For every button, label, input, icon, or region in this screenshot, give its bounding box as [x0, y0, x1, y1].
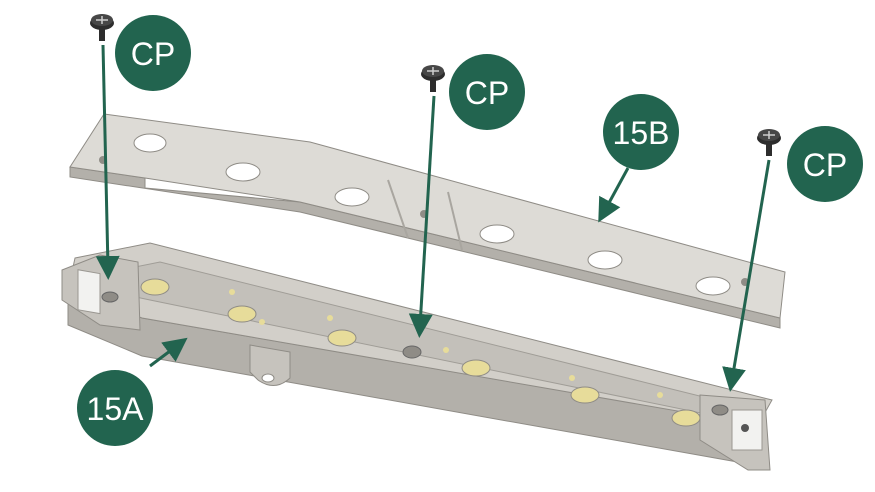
screw-post	[402, 345, 422, 359]
lamp-pin	[327, 315, 333, 321]
lamp-socket	[227, 305, 257, 323]
callout-label: CP	[131, 36, 175, 72]
arrow-label-15a	[149, 337, 188, 368]
plate-hole	[479, 224, 515, 244]
callout-label: 15B	[613, 115, 670, 151]
lamp-socket	[327, 329, 357, 347]
lamp-pin	[259, 319, 265, 325]
screw-middle	[421, 65, 445, 92]
plate-hole	[133, 133, 167, 153]
plate-hole	[225, 162, 261, 182]
plate-seam	[387, 179, 409, 239]
plate-hole	[587, 250, 623, 270]
arrow-icon	[598, 167, 630, 223]
rail-hanging-tab-hole	[261, 373, 275, 383]
screw-icon	[421, 65, 445, 92]
callout-part-15a: 15A	[77, 370, 153, 446]
arrow-screw-right	[722, 159, 771, 392]
callout-label: CP	[465, 75, 509, 111]
rail-hanging-tab	[249, 344, 291, 386]
screw-right	[757, 129, 781, 156]
plate-seam	[447, 191, 463, 251]
arrow-screw-left	[95, 44, 120, 280]
callout-bubble	[449, 54, 525, 130]
callout-bubble	[603, 94, 679, 170]
callout-label: CP	[803, 147, 847, 183]
plate-holes	[133, 133, 731, 296]
arrow-icon	[149, 337, 188, 368]
lamp-pin	[657, 392, 663, 398]
plate-hole	[695, 276, 731, 296]
arrow-icon	[408, 95, 436, 338]
callout-cp-right: CP	[787, 126, 863, 202]
callout-cp-middle: CP	[449, 54, 525, 130]
rail-right-bracket-hole	[741, 424, 749, 432]
screw-icon	[90, 14, 114, 41]
lamp-pin	[443, 347, 449, 353]
rail-lamp-sockets	[140, 278, 701, 427]
callout-bubble	[115, 15, 191, 91]
lamp-socket	[671, 409, 701, 427]
lamp-socket	[140, 278, 170, 296]
callout-cp-left: CP	[115, 15, 191, 91]
screw-left	[90, 14, 114, 41]
callout-label: 15A	[87, 391, 145, 427]
callout-bubble	[787, 126, 863, 202]
screw-post	[711, 404, 729, 416]
callout-bubble	[77, 370, 153, 446]
rail-screw-posts	[101, 291, 729, 416]
lamp-socket	[570, 386, 600, 404]
arrow-icon	[722, 159, 771, 392]
plate-hole	[334, 187, 370, 207]
screw-post	[101, 291, 119, 303]
screw-icon	[757, 129, 781, 156]
lamp-pin	[569, 375, 575, 381]
insertion-arrows	[95, 44, 771, 392]
callout-part-15b: 15B	[603, 94, 679, 170]
arrow-screw-middle	[408, 95, 436, 338]
arrow-label-15b	[598, 167, 630, 223]
lamp-socket	[461, 359, 491, 377]
lamp-pin	[229, 289, 235, 295]
rail-left-bracket	[77, 269, 101, 315]
arrow-icon	[95, 44, 120, 280]
